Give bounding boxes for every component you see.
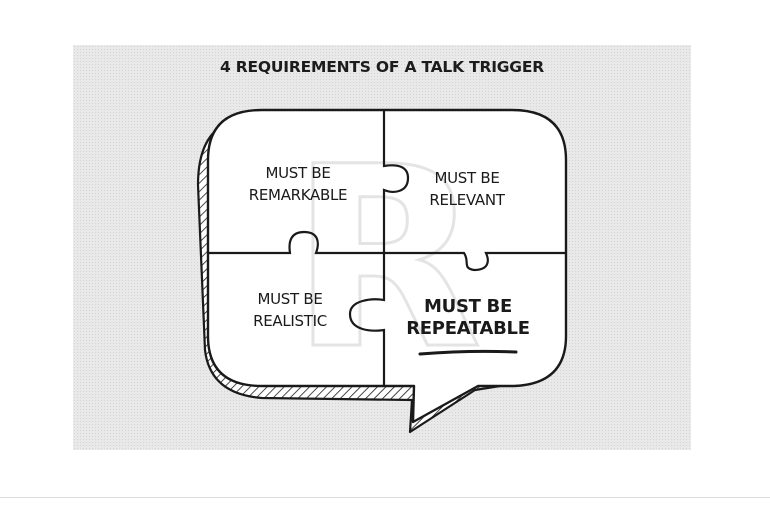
piece-line2: RELEVANT: [429, 191, 505, 209]
bubble-face: [206, 108, 568, 424]
emphasis-underline: [418, 349, 518, 356]
piece-line2: REMARKABLE: [248, 186, 348, 204]
puzzle-seam-vertical-top: [382, 110, 410, 253]
piece-relevant: MUST BE RELEVANT: [402, 167, 532, 211]
diagram-title: 4 REQUIREMENTS OF A TALK TRIGGER: [220, 58, 544, 76]
puzzle-seam-horizontal-right: [384, 251, 566, 272]
piece-line2: REALISTIC: [253, 312, 327, 330]
piece-line1: MUST BE: [257, 290, 323, 308]
puzzle-seam-vertical-bottom: [348, 253, 386, 386]
puzzle-seam-horizontal-left: [208, 230, 384, 255]
piece-repeatable: MUST BE REPEATABLE: [398, 296, 538, 340]
piece-line1: MUST BE: [434, 169, 500, 187]
piece-line1: MUST BE: [424, 296, 512, 317]
piece-realistic: MUST BE REALISTIC: [225, 288, 355, 332]
piece-line2: REPEATABLE: [406, 318, 530, 339]
piece-line1: MUST BE: [265, 164, 331, 182]
watermark-letter: R: [290, 113, 483, 404]
divider: [0, 497, 770, 498]
piece-remarkable: MUST BE REMARKABLE: [228, 162, 368, 206]
